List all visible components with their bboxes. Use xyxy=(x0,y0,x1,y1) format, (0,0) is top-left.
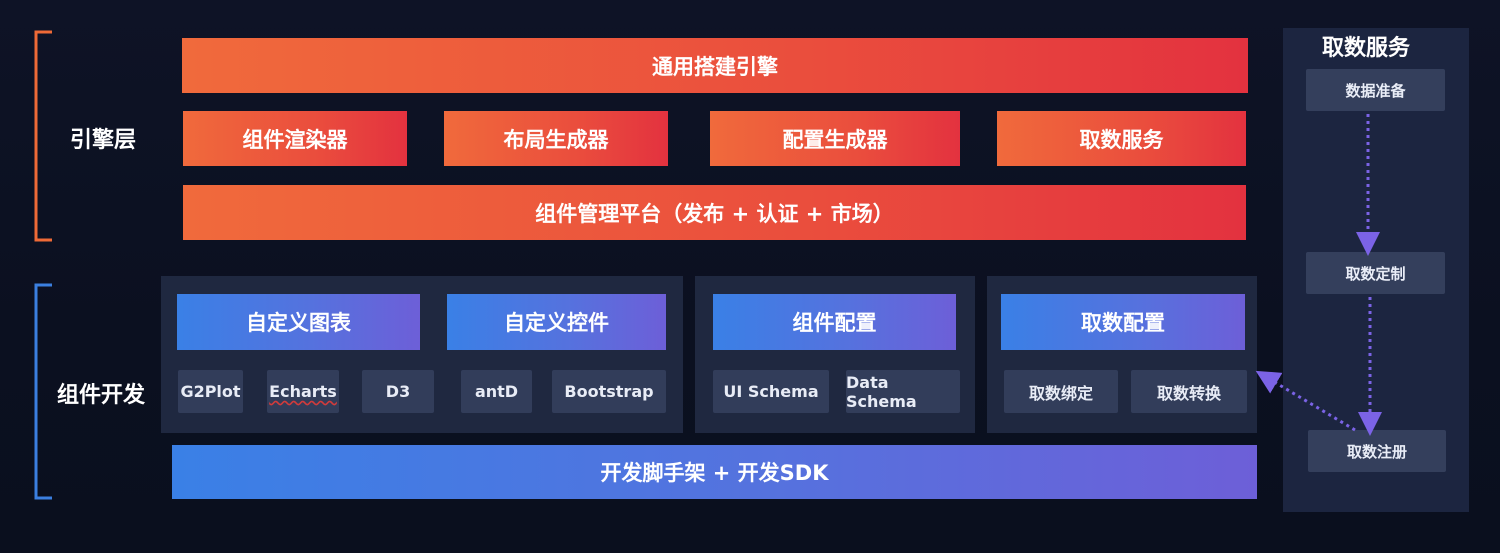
chip-antd: antD xyxy=(461,370,532,413)
chip-echarts-label: Echarts xyxy=(269,382,337,401)
chip-data-binding: 取数绑定 xyxy=(1004,370,1118,413)
scaffold-sdk-bar: 开发脚手架 + 开发SDK xyxy=(172,445,1257,499)
generic-build-engine-bar: 通用搭建引擎 xyxy=(182,38,1248,93)
custom-control-header: 自定义控件 xyxy=(447,294,666,350)
step-data-customize: 取数定制 xyxy=(1306,252,1445,294)
component-layer-label: 组件开发 xyxy=(57,383,146,408)
step-data-register: 取数注册 xyxy=(1308,430,1446,472)
config-generator-box: 配置生成器 xyxy=(710,111,960,166)
chip-data-schema: Data Schema xyxy=(846,370,960,413)
custom-chart-header: 自定义图表 xyxy=(177,294,420,350)
engine-layer-label: 引擎层 xyxy=(70,128,137,153)
layout-generator-box: 布局生成器 xyxy=(444,111,668,166)
component-renderer-box: 组件渲染器 xyxy=(183,111,407,166)
component-config-header: 组件配置 xyxy=(713,294,956,350)
component-layer-bracket xyxy=(34,283,52,500)
chip-ui-schema: UI Schema xyxy=(713,370,829,413)
component-platform-bar: 组件管理平台（发布 + 认证 + 市场） xyxy=(183,185,1246,240)
data-config-header: 取数配置 xyxy=(1001,294,1245,350)
engine-layer-bracket xyxy=(34,30,52,242)
data-service-title: 取数服务 xyxy=(1321,36,1410,61)
chip-g2plot: G2Plot xyxy=(178,370,243,413)
chip-echarts: Echarts xyxy=(267,370,339,413)
chip-data-transform: 取数转换 xyxy=(1131,370,1247,413)
chip-bootstrap: Bootstrap xyxy=(552,370,666,413)
chip-d3: D3 xyxy=(362,370,434,413)
data-service-box: 取数服务 xyxy=(997,111,1246,166)
step-data-prepare: 数据准备 xyxy=(1306,69,1445,111)
